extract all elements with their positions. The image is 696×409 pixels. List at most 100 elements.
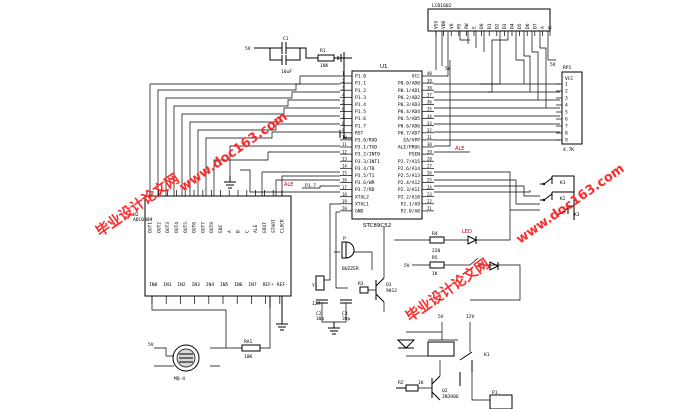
x1-ref: Y1 [312,283,318,289]
watermark-cn-2: 毕业设计论文网 [403,255,493,325]
mcu-left-pin-label: P3.3/INT1 [355,159,380,165]
lcd-pin-label: RS [456,23,462,29]
rp1-ref: RP1 [563,65,572,71]
mcu-right-pin-label: P0.3/AD3 [398,102,420,108]
mcu-right-pin-number: 40 [427,71,432,76]
k3-ref: K3 [574,212,580,218]
rp-pin-label: 8 [565,131,568,137]
adc-top-pin-label: START [271,219,277,233]
mcu-right-pin-number: 21 [427,206,432,211]
mcu-right-pin-label: P2.5/A13 [398,173,420,179]
mcu-left-pin-number: 17 [342,185,347,190]
mcu-left-pin-number: 20 [342,206,347,211]
mcu-right-pin-label: P2.1/A9 [401,201,421,207]
mcu-left-pin-number: 15 [342,171,347,176]
adc-top-pin-label: C [244,230,250,233]
lcd-pin-label: A [540,26,546,29]
sensor-body [172,344,200,372]
lcd-pin-label: D2 [494,23,500,29]
ale-label-right: ALE [455,146,464,152]
mcu-right-pin-label: P0.6/AD6 [398,123,420,129]
mcu-right-pin-number: 22 [427,199,432,204]
adc-bottom-pin-label: IN7 [248,282,257,288]
mcu-left-pin-label: P3.2/INT0 [355,152,380,158]
relay-circuit: 5V 12V K1 R2 1K Q2 2N3906 P1 [396,314,513,409]
mcu-ref: U1 [380,64,388,70]
sensor-vcc-label: 5V [148,342,154,348]
mcu-left-pin-number: 19 [342,199,347,204]
lcd-pin-label: VSS [434,20,440,29]
adc-bottom-pin-label: REF- [277,282,288,288]
adc-bottom-pin-label: IN5 [220,282,229,288]
mcu-right-pin-number: 33 [427,121,432,126]
mcu-left-pin-number: 18 [342,192,347,197]
rp-pin-label: 3 [565,96,568,102]
p1-bus-wires: P1.7 ALE [149,75,340,196]
mcu-right-pin-label: ALE/PROG [398,145,420,151]
r4-resistor [429,236,445,244]
c1-value: 10uF [281,69,292,75]
ra1-resistor [241,344,261,352]
ale-net-label: ALE [284,182,293,188]
mcu-right-pin-label: P2.6/A14 [398,166,420,172]
r2-resistor [405,384,419,392]
reset-circuit: 5V C1 10uF R1 10K [245,36,352,139]
mcu-right-pin-label: P2.3/A11 [398,187,420,193]
mcu-right-pin-number: 34 [427,114,432,119]
adc-top-pin-label: OUT1 [148,222,154,233]
c2-ref: C2 [316,311,322,317]
mcu-left-pin-number: 13 [342,156,347,161]
p17-net-label: P1.7 [305,183,316,189]
mcu-right-pin-number: 35 [427,107,432,112]
rp-pin-label: 5 [565,110,568,116]
keys: K1 K2 K3 [540,175,580,220]
mcu-left-pin-label: P3.5/T1 [355,173,375,179]
adc-top-pin-label: OUT2 [156,222,162,233]
r3-ref: R3 [358,281,364,287]
mcu-left-pin-label: P3.6/WR [355,180,375,186]
mcu-left-pin-label: RST [355,130,364,136]
mcu-right-pin-label: P0.7/AD7 [398,130,420,136]
flyback-diode [396,339,416,349]
rp-pin-label: 7 [565,124,568,130]
mcu-left-pin-label: P1.0 [355,74,366,80]
k1-ref: K1 [560,180,566,186]
mcu-right-pin-number: 27 [427,164,432,169]
rp-pin-label: 2 [565,89,568,95]
adc-top-pin-label: B [236,230,242,233]
mcu-right-pin-number: 30 [427,142,432,147]
mcu-u1: U1 STC89C52 1P1.02P1.13P1.24P1.35P1.46P1… [340,64,434,229]
lcd-pin-label: D1 [487,23,493,29]
r2-ref: R2 [398,380,404,386]
mcu-left-pin-label: P1.6 [355,116,366,122]
adc-bottom-pin-label: IN6 [234,282,243,288]
mcu-right-pin-number: 25 [427,178,432,183]
adc-top-pin-label: EOC [218,224,224,233]
p0-bus-wires: 5V 5V [434,31,560,141]
adc-bottom-pin-label: IN4 [206,282,215,288]
rp1-body [561,71,583,145]
led-vcc-label: 5V [404,263,410,269]
adc-ground-symbol [224,176,236,189]
p1-connector [489,394,513,409]
lcd-pin-label: D0 [479,23,485,29]
r1-resistor [317,54,335,62]
r5-ref: R5 [432,255,438,261]
mcu-right-pin-number: 31 [427,135,432,140]
mcu-left-pin-label: P3.4/T0 [355,166,375,172]
q2-value: 2N3906 [442,394,459,400]
mcu-left-pin-number: 12 [342,149,347,154]
mcu-left-pin-label: P1.4 [355,102,366,108]
q1-value: 9012 [386,288,397,294]
mcu-body [351,70,423,220]
lcd-pin-label: RW [464,23,470,29]
r1-ref: R1 [320,48,326,54]
adc-top-pin-label: OUT4 [174,222,180,233]
mcu-right-pins: 40VCC39P0.0/AD038P0.1/AD137P0.2/AD236P0.… [398,71,434,215]
mcu-right-pin-number: 39 [427,78,432,83]
adc-bottom-pin-label: IN0 [149,282,158,288]
p1-ref: P1 [492,390,498,396]
